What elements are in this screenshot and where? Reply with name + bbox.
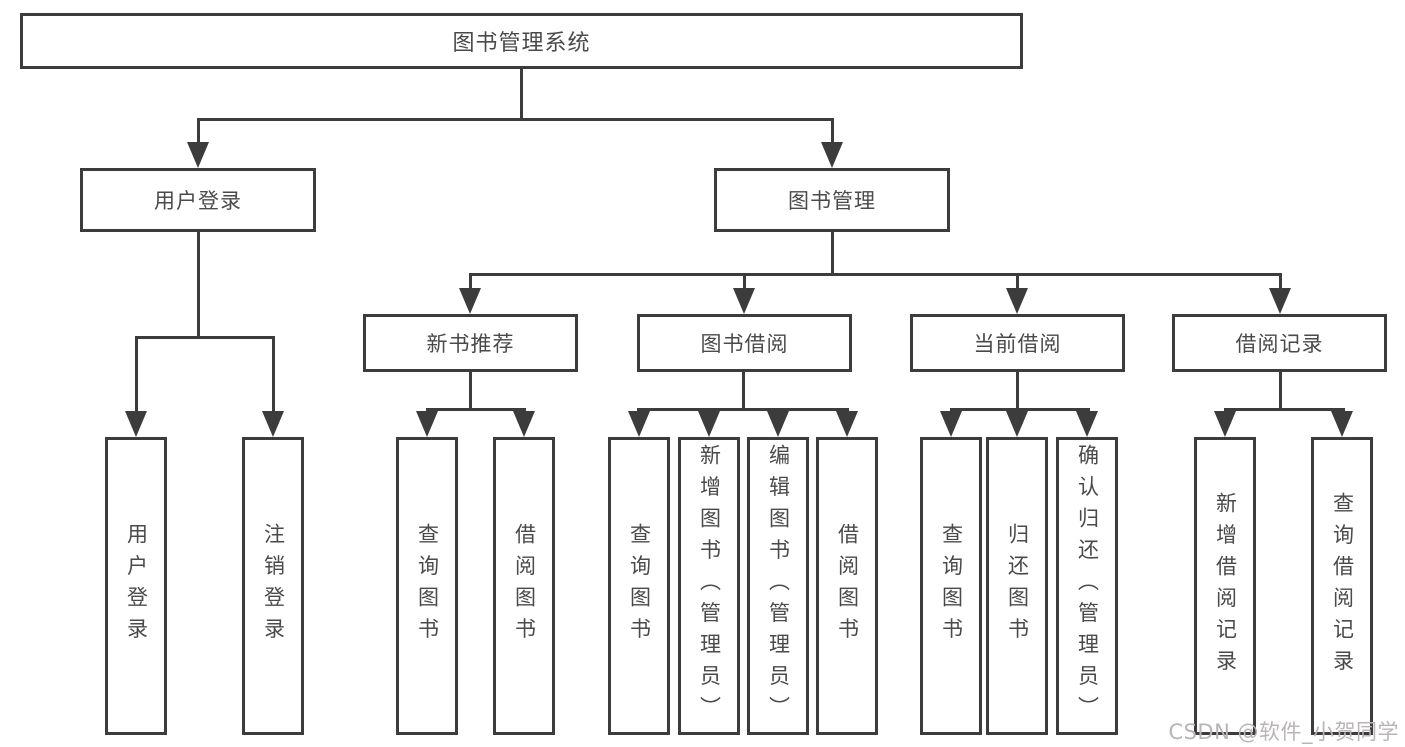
arrow-down-icon <box>416 411 438 437</box>
arrow-down-icon <box>1006 411 1028 437</box>
node-new-book-recommendation: 新书推荐 <box>363 314 578 372</box>
connector-line <box>426 408 526 411</box>
arrow-down-icon <box>1076 411 1098 437</box>
arrow-down-icon <box>513 411 535 437</box>
arrow-down-icon <box>1006 288 1028 314</box>
node-book-management-label: 图书管理 <box>788 189 876 213</box>
node-user-login-label: 用户登录 <box>154 189 242 213</box>
leaf-query-books-3: 查询图书 <box>920 437 982 735</box>
leaf-edit-book-admin: 编辑图书（管理员） <box>747 437 809 735</box>
leaf-query-books-2-label: 查询图书 <box>627 523 652 649</box>
connector-line <box>469 372 472 408</box>
connector-line <box>135 336 138 411</box>
leaf-query-borrow-record-label: 查询借阅记录 <box>1330 491 1355 681</box>
node-book-management: 图书管理 <box>714 168 950 232</box>
arrow-down-icon <box>628 411 650 437</box>
leaf-borrow-books-1: 借阅图书 <box>493 437 555 735</box>
leaf-edit-book-admin-label: 编辑图书（管理员） <box>766 444 791 728</box>
arrow-down-icon <box>733 288 755 314</box>
node-root-label: 图书管理系统 <box>452 31 591 56</box>
leaf-add-book-admin: 新增图书（管理员） <box>678 437 740 735</box>
connector-line <box>520 66 523 118</box>
connector-line <box>742 372 745 408</box>
node-current-borrowing-label: 当前借阅 <box>973 332 1062 356</box>
arrow-down-icon <box>1214 411 1236 437</box>
connector-line <box>950 408 1090 411</box>
connector-line <box>1224 408 1345 411</box>
node-user-login: 用户登录 <box>80 168 316 232</box>
arrow-down-icon <box>821 142 843 168</box>
connector-line <box>1016 372 1019 408</box>
node-root: 图书管理系统 <box>20 13 1023 69</box>
leaf-user-login-label: 用户登录 <box>124 523 149 649</box>
connector-line <box>831 118 834 144</box>
arrow-down-icon <box>1331 411 1353 437</box>
connector-line <box>197 118 834 121</box>
leaf-user-login: 用户登录 <box>105 437 167 735</box>
connector-line <box>831 232 834 273</box>
leaf-add-borrow-record-label: 新增借阅记录 <box>1213 491 1238 681</box>
leaf-borrow-books-2: 借阅图书 <box>816 437 878 735</box>
connector-line <box>469 273 472 290</box>
connector-line <box>1279 372 1282 408</box>
leaf-query-books-2: 查询图书 <box>608 437 670 735</box>
connector-line <box>1016 273 1019 290</box>
leaf-query-books-3-label: 查询图书 <box>939 523 964 649</box>
leaf-logout: 注销登录 <box>242 437 304 735</box>
leaf-query-books-1-label: 查询图书 <box>415 523 440 649</box>
connector-line <box>743 273 746 290</box>
leaf-add-borrow-record: 新增借阅记录 <box>1194 437 1256 735</box>
arrow-down-icon <box>459 288 481 314</box>
leaf-query-books-1: 查询图书 <box>396 437 458 735</box>
leaf-add-book-admin-label: 新增图书（管理员） <box>697 444 722 728</box>
leaf-borrow-books-1-label: 借阅图书 <box>512 523 537 649</box>
node-book-borrowing: 图书借阅 <box>637 314 852 372</box>
arrow-down-icon <box>698 411 720 437</box>
connector-line <box>135 336 275 339</box>
csdn-watermark: CSDN @软件_小贺同学 <box>1168 720 1399 744</box>
node-new-book-recommendation-label: 新书推荐 <box>426 332 515 356</box>
leaf-confirm-return-admin: 确认归还（管理员） <box>1056 437 1118 735</box>
connector-line <box>272 336 275 411</box>
arrow-down-icon <box>940 411 962 437</box>
arrow-down-icon <box>836 411 858 437</box>
connector-line <box>637 408 849 411</box>
node-current-borrowing: 当前借阅 <box>910 314 1125 372</box>
connector-line <box>197 118 200 144</box>
leaf-query-borrow-record: 查询借阅记录 <box>1311 437 1373 735</box>
leaf-return-books-label: 归还图书 <box>1005 523 1030 649</box>
leaf-confirm-return-admin-label: 确认归还（管理员） <box>1075 444 1100 728</box>
leaf-logout-label: 注销登录 <box>261 523 286 649</box>
arrow-down-icon <box>1269 288 1291 314</box>
arrow-down-icon <box>125 411 147 437</box>
arrow-down-icon <box>187 142 209 168</box>
leaf-borrow-books-2-label: 借阅图书 <box>835 523 860 649</box>
arrow-down-icon <box>767 411 789 437</box>
node-borrowing-records-label: 借阅记录 <box>1235 332 1324 356</box>
node-book-borrowing-label: 图书借阅 <box>700 332 789 356</box>
connector-line <box>469 273 1282 276</box>
arrow-down-icon <box>262 411 284 437</box>
connector-line <box>1279 273 1282 290</box>
node-borrowing-records: 借阅记录 <box>1172 314 1387 372</box>
leaf-return-books: 归还图书 <box>986 437 1048 735</box>
connector-line <box>197 232 200 336</box>
